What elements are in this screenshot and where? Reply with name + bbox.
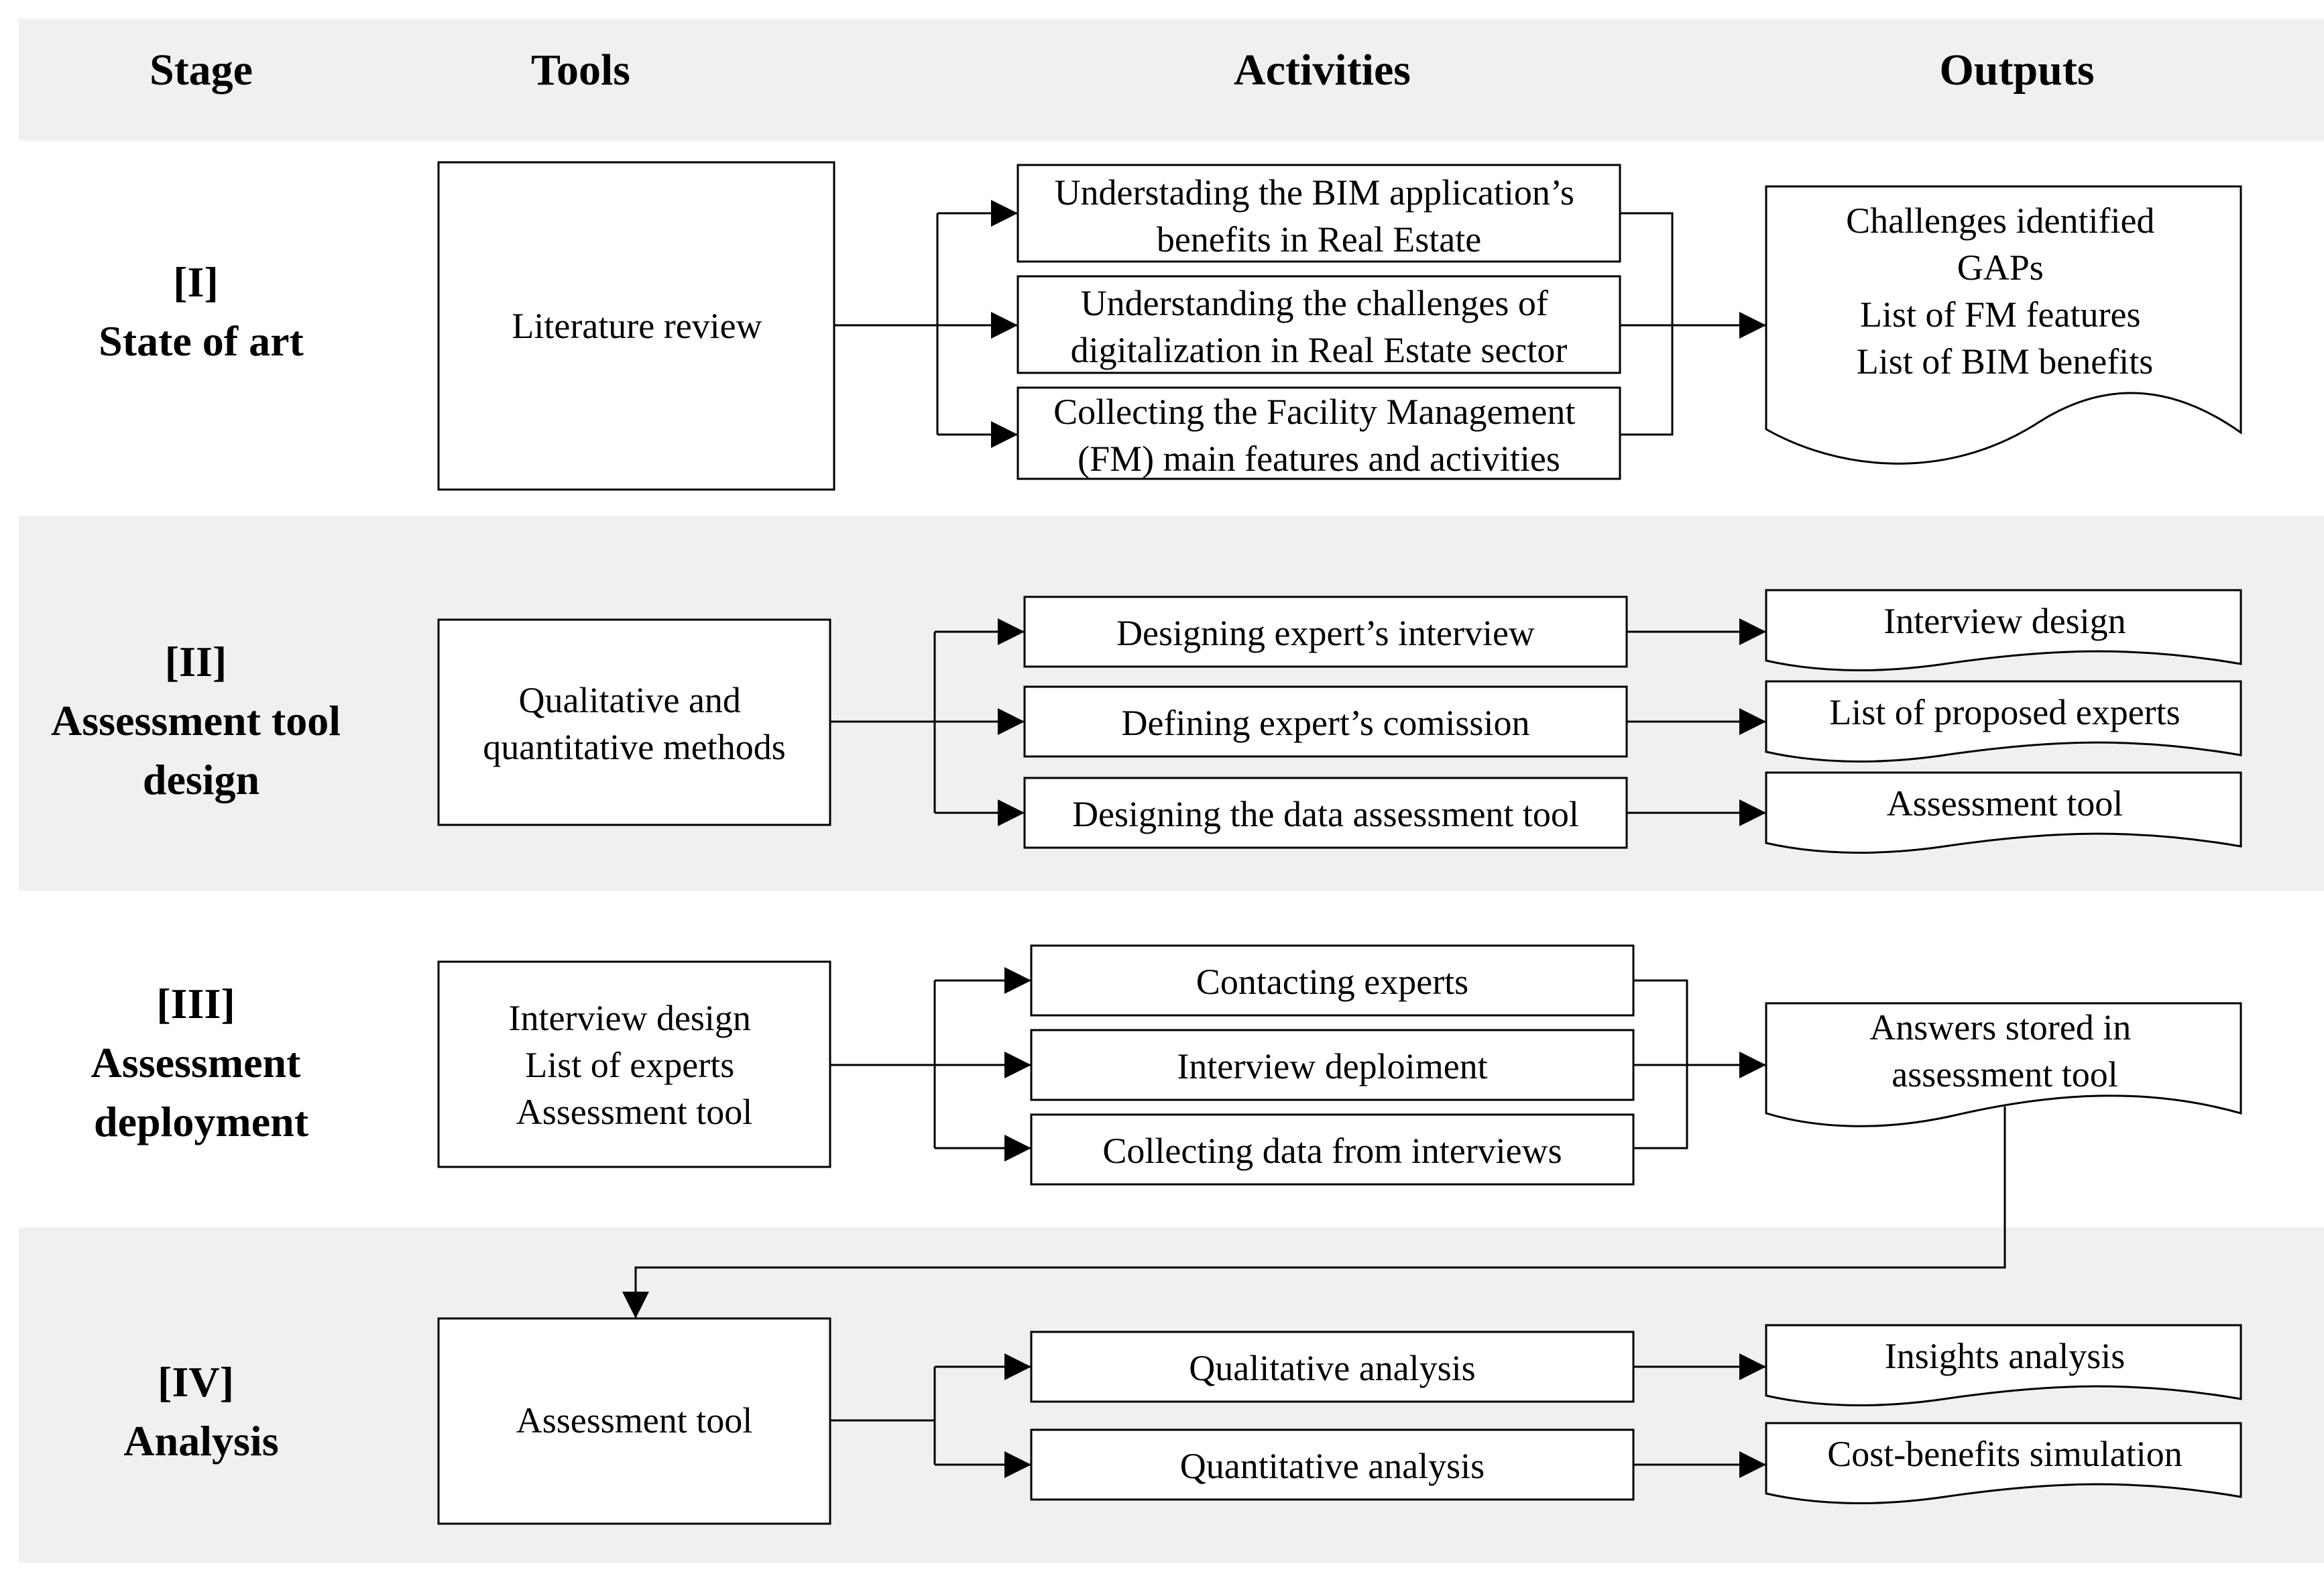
output-document-interview-design <box>1765 589 2242 671</box>
output-2-3-text: Assessment tool <box>1887 783 2124 824</box>
output-document-stage-1 <box>1765 185 2242 465</box>
activity-3-1-text: Contacting experts <box>1196 962 1468 1002</box>
activity-box-define-commission <box>1023 685 1628 758</box>
activity-3-2-text: Interview deploiment <box>1177 1046 1487 1086</box>
output-document-proposed-experts <box>1765 680 2242 763</box>
output-4-1-text: Insights analysis <box>1885 1336 2126 1376</box>
output-document-answers-stored <box>1765 1002 2242 1127</box>
activity-box-quantitative-analysis <box>1030 1428 1635 1501</box>
output-document-assessment-tool <box>1765 771 2242 854</box>
activity-box-qualitative-analysis <box>1030 1331 1635 1403</box>
activity-1-1-text: Understading the BIM application’s benef… <box>1055 172 1584 260</box>
activity-box-collecting-data <box>1030 1113 1635 1186</box>
activity-1-2-text: Understanding the challenges of digitali… <box>1071 283 1568 370</box>
activity-2-2-text: Defining expert’s comission <box>1122 703 1530 743</box>
activity-box-interview-deployment <box>1030 1029 1635 1101</box>
tool-box-methods <box>437 618 831 826</box>
output-document-insights-analysis <box>1765 1324 2242 1406</box>
activity-4-1-text: Qualitative analysis <box>1189 1348 1475 1388</box>
output-1-text: Challenges identified GAPs List of FM fe… <box>1846 201 2164 382</box>
stage-3-label: [III] Assessment deployment <box>91 980 312 1145</box>
output-2-1-text: Interview design <box>1883 601 2126 641</box>
tool-1-text: Literature review <box>512 306 762 346</box>
output-3-text: Answers stored in assessment tool <box>1869 1007 2140 1094</box>
tool-4-text: Assessment tool <box>516 1400 753 1441</box>
activity-3-3-text: Collecting data from interviews <box>1102 1131 1562 1171</box>
header-outputs: Outputs <box>1939 46 2094 95</box>
output-4-2-text: Cost-benefits simulation <box>1827 1434 2182 1474</box>
stage-4-label: [IV] Analysis <box>123 1358 278 1465</box>
connector-output-to-analysis-tool <box>622 1107 2006 1318</box>
activity-box-digitalization-challenges <box>1016 275 1621 374</box>
activity-1-3-text: Collecting the Facility Management (FM) … <box>1053 392 1584 479</box>
activity-box-design-interview <box>1023 596 1628 668</box>
header-band <box>19 19 2324 141</box>
activity-box-bim-benefits <box>1016 164 1621 263</box>
activity-2-3-text: Designing the data assessment tool <box>1072 794 1579 834</box>
output-2-2-text: List of proposed experts <box>1829 692 2180 732</box>
stage-1-label: [I] State of art <box>99 258 304 365</box>
header-tools: Tools <box>531 46 630 95</box>
header-activities: Activities <box>1234 46 1411 95</box>
activity-4-2-text: Quantitative analysis <box>1180 1446 1485 1486</box>
activity-box-assessment-tool-design <box>1023 777 1628 849</box>
activity-2-1-text: Designing expert’s interview <box>1116 613 1535 653</box>
tool-2-text: Qualitative and quantitative methods <box>483 680 785 767</box>
activity-box-fm-features <box>1016 386 1621 480</box>
tool-box-assessment-tool <box>437 1317 831 1525</box>
tool-3-text: Interview design List of experts Assessm… <box>509 998 760 1132</box>
header-stage: Stage <box>150 46 253 95</box>
connector-1-bracket-right <box>1620 212 1674 436</box>
activity-box-contacting-experts <box>1030 944 1635 1017</box>
output-document-cost-benefits <box>1765 1422 2242 1504</box>
tool-box-interview-inputs <box>437 960 831 1168</box>
stage-2-label: [II] Assessment tool design <box>51 638 351 803</box>
